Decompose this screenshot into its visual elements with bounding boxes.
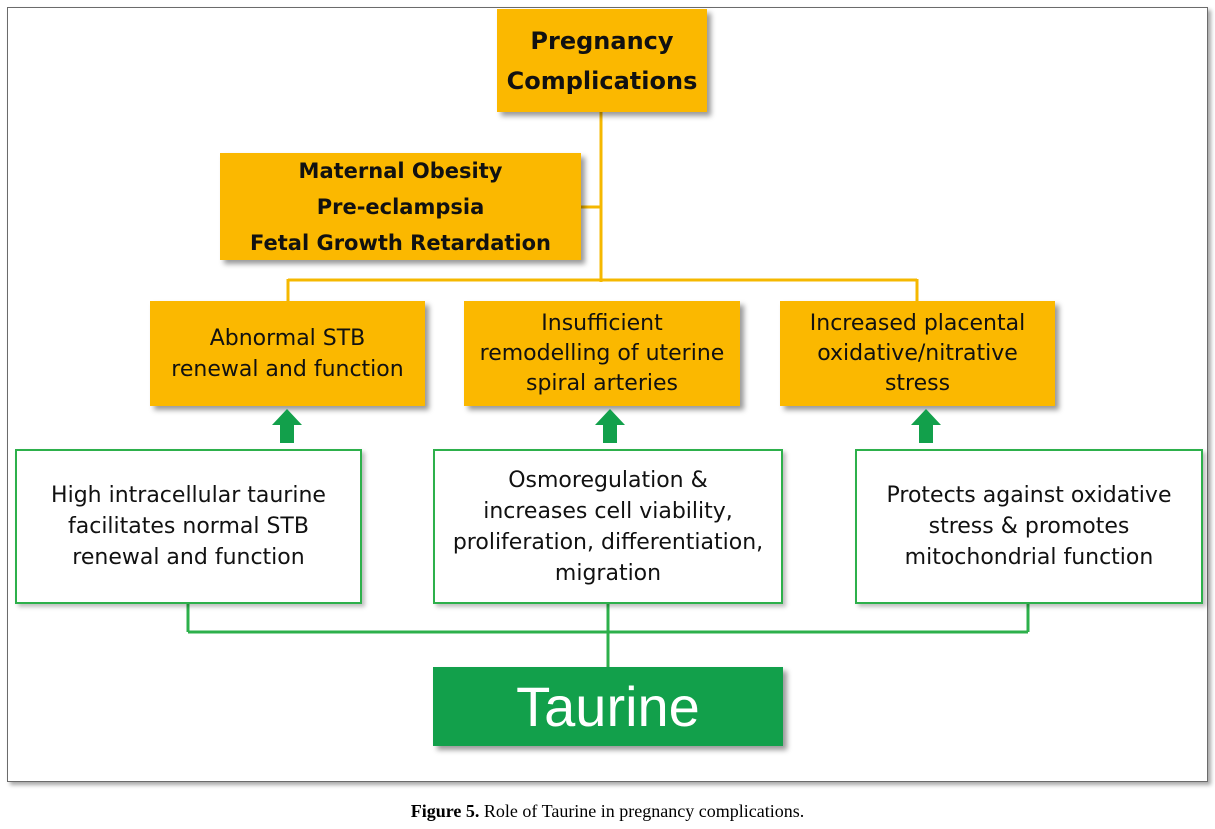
effect-spiral-line-1: Insufficient xyxy=(541,310,663,336)
effect-oxidative-line-3: stress xyxy=(884,370,951,396)
role-box-osmoregulation: Osmoregulation & increases cell viabilit… xyxy=(433,449,783,604)
role-osmo-line-3: proliferation, differentiation, xyxy=(452,529,764,555)
caption-text: Role of Taurine in pregnancy complicatio… xyxy=(483,801,805,821)
role-osmo-line-2: increases cell viability, xyxy=(483,498,733,524)
effect-stb-line-2: renewal and function xyxy=(171,356,404,382)
pregnancy-complications-box: Pregnancy Complications xyxy=(497,9,707,112)
role-stb-line-3: renewal and function xyxy=(72,545,305,570)
taurine-box: Taurine xyxy=(433,667,783,746)
arrow-up-icon xyxy=(272,409,302,443)
effect-spiral-line-2: remodelling of uterine xyxy=(479,340,725,366)
role-osmo-line-1: Osmoregulation & xyxy=(508,467,708,493)
effect-box-stb: Abnormal STB renewal and function xyxy=(150,301,425,406)
role-box-stb: High intracellular taurine facilitates n… xyxy=(15,449,362,604)
top-box-line-2: Complications xyxy=(506,66,698,95)
effect-box-spiral-arteries: Insufficient remodelling of uterine spir… xyxy=(464,301,740,406)
condition-fetal-growth-retardation: Fetal Growth Retardation xyxy=(250,230,551,255)
effect-spiral-line-3: spiral arteries xyxy=(525,370,678,396)
arrow-up-icon xyxy=(595,409,625,443)
role-box-oxidative: Protects against oxidative stress & prom… xyxy=(855,449,1203,604)
arrow-up-icon xyxy=(911,409,941,443)
taurine-label: Taurine xyxy=(516,675,700,738)
figure-caption: Figure 5. Role of Taurine in pregnancy c… xyxy=(0,801,1215,822)
role-oxidative-line-1: Protects against oxidative xyxy=(886,483,1172,508)
effect-oxidative-line-2: oxidative/nitrative xyxy=(817,340,1018,366)
effect-stb-line-1: Abnormal STB xyxy=(209,325,366,351)
role-stb-line-2: facilitates normal STB xyxy=(68,514,309,539)
condition-maternal-obesity: Maternal Obesity xyxy=(298,158,503,183)
caption-label: Figure 5. xyxy=(410,801,480,821)
role-stb-line-1: High intracellular taurine xyxy=(51,483,326,508)
top-box-line-1: Pregnancy xyxy=(530,26,674,55)
role-oxidative-line-3: mitochondrial function xyxy=(904,545,1154,570)
role-oxidative-line-2: stress & promotes xyxy=(928,514,1130,539)
effect-oxidative-line-1: Increased placental xyxy=(809,310,1026,336)
condition-pre-eclampsia: Pre-eclampsia xyxy=(316,194,485,219)
role-osmo-line-4: migration xyxy=(554,560,662,586)
conditions-box: Maternal Obesity Pre-eclampsia Fetal Gro… xyxy=(220,153,581,260)
effect-box-oxidative-stress: Increased placental oxidative/nitrative … xyxy=(780,301,1055,406)
